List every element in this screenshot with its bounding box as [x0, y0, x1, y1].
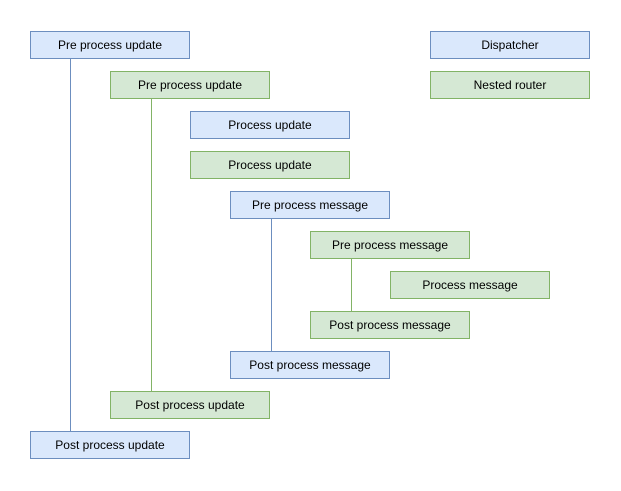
- legend-item-dispatcher: Dispatcher: [430, 31, 590, 59]
- dispatcher-update-lifeline: [70, 59, 71, 431]
- node-pre-process-message-nested-router[interactable]: Pre process message: [310, 231, 470, 259]
- node-pre-process-update-nested-router[interactable]: Pre process update: [110, 71, 270, 99]
- node-post-process-message-nested-router[interactable]: Post process message: [310, 311, 470, 339]
- node-post-process-update-nested-router[interactable]: Post process update: [110, 391, 270, 419]
- dispatcher-message-lifeline: [271, 219, 272, 351]
- nested-router-update-lifeline: [151, 99, 152, 391]
- node-pre-process-message-dispatcher[interactable]: Pre process message: [230, 191, 390, 219]
- nested-router-message-lifeline: [351, 259, 352, 311]
- node-post-process-update-dispatcher[interactable]: Post process update: [30, 431, 190, 459]
- legend-item-nested-router: Nested router: [430, 71, 590, 99]
- node-process-update-nested-router[interactable]: Process update: [190, 151, 350, 179]
- node-process-message-nested-router[interactable]: Process message: [390, 271, 550, 299]
- node-post-process-message-dispatcher[interactable]: Post process message: [230, 351, 390, 379]
- node-pre-process-update-dispatcher[interactable]: Pre process update: [30, 31, 190, 59]
- node-process-update-dispatcher[interactable]: Process update: [190, 111, 350, 139]
